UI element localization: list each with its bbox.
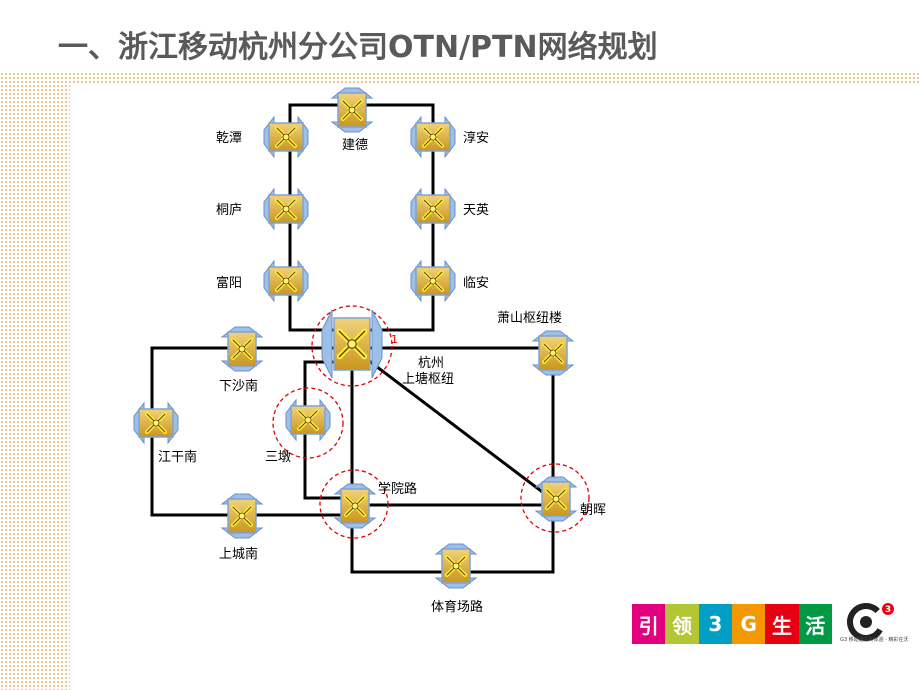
label-tonglu: 桐庐 (216, 203, 242, 218)
node-xueyuanlu (335, 484, 375, 528)
label-shangtang: 上塘枢纽 (402, 371, 454, 387)
highlight-circles (272, 305, 590, 539)
label-jiangganan: 江干南 (158, 449, 197, 465)
banner-char: 引 (632, 604, 666, 644)
node-tiyuchanglu (436, 544, 476, 588)
node-chunan (411, 117, 455, 157)
sandun-highlight-circle (272, 387, 344, 459)
label-xiashanan: 下沙南 (219, 378, 258, 394)
node-jiande (332, 88, 372, 132)
label-linan: 临安 (463, 276, 489, 291)
dotted-side-band (0, 84, 70, 690)
banner-char: 领 (665, 604, 699, 644)
logo-caption: G3 移动通信新体验 · 精彩在沃 (840, 637, 909, 643)
label-tianying: 天英 (463, 203, 489, 218)
label-qiantan: 乾潭 (216, 131, 242, 146)
node-zhaohui (536, 477, 576, 521)
label-chunan: 淳安 (463, 130, 489, 146)
hub-highlight-circle (311, 305, 393, 387)
node-linan (411, 261, 455, 301)
label-tiyuchanglu: 体育场路 (431, 599, 483, 615)
label-xiaoshan: 萧山枢纽楼 (497, 311, 562, 326)
label-zhaohui: 朝晖 (580, 503, 606, 518)
label-sandun: 三墩 (265, 450, 291, 465)
node-xiashanan (222, 327, 262, 371)
g3-logo: 3 (847, 603, 894, 641)
label-jiande: 建德 (342, 138, 368, 153)
node-hangzhou-hub (321, 309, 383, 379)
banner-char: 生 (765, 604, 799, 644)
zhaohui-highlight-circle (520, 463, 590, 533)
banner-char: 活 (798, 604, 832, 644)
node-xiaoshan (533, 331, 573, 375)
label-fuyang: 富阳 (216, 275, 242, 291)
page-title: 一、浙江移动杭州分公司OTN/PTN网络规划 (58, 30, 658, 65)
slogan-banner: 引 领 3 G 生 活 (632, 604, 832, 644)
node-shangchengnan (222, 494, 262, 538)
ring-top-link (288, 103, 435, 332)
label-hub-port: 1 (391, 333, 398, 346)
banner-char: 3 (698, 604, 732, 644)
node-tianying (411, 189, 455, 229)
node-jiangganan (134, 403, 178, 443)
banner-char: G (731, 604, 766, 644)
node-fuyang (264, 261, 308, 301)
label-xueyuanlu: 学院路 (378, 481, 417, 497)
xueyuanlu-highlight-circle (319, 469, 389, 539)
label-shangchengnan: 上城南 (219, 546, 258, 562)
node-qiantan (264, 117, 308, 157)
node-tonglu (264, 189, 308, 229)
dotted-header-band (0, 72, 920, 84)
logo-sup: 3 (885, 605, 891, 615)
node-sandun (286, 400, 330, 440)
label-hangzhou: 杭州 (418, 356, 444, 371)
hub-zhaohui-link (351, 346, 554, 502)
